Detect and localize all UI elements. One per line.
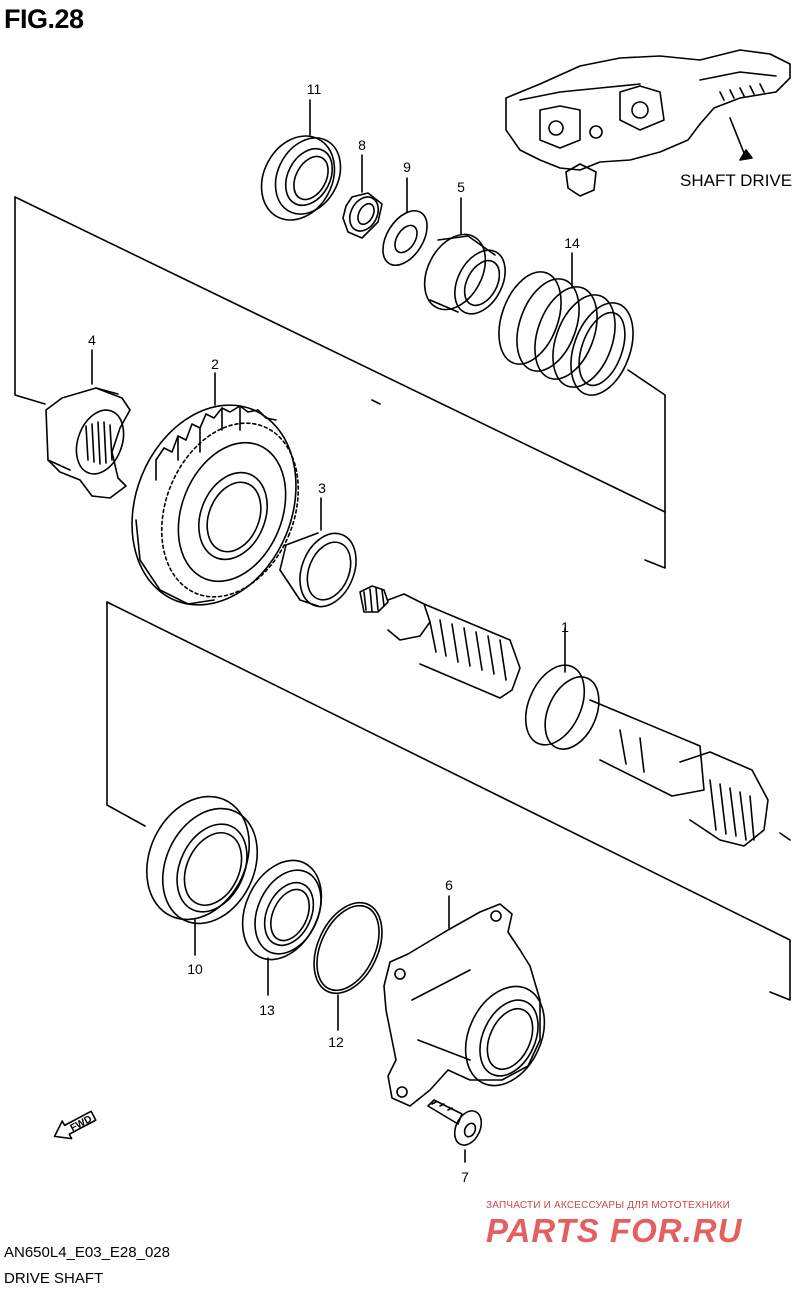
washer-part-9 xyxy=(382,177,428,266)
forward-arrow-icon: FWD xyxy=(53,1110,97,1140)
gear-part-2 xyxy=(131,372,300,606)
callout-12: 12 xyxy=(328,1034,344,1050)
callout-11: 11 xyxy=(306,81,322,97)
fwd-text: FWD xyxy=(69,1114,94,1134)
callout-8: 8 xyxy=(358,137,366,153)
callout-14: 14 xyxy=(564,235,580,251)
bearing-part-10 xyxy=(145,795,259,956)
splined-hub-part-4 xyxy=(45,349,131,499)
callout-10: 10 xyxy=(187,961,203,977)
callout-6: 6 xyxy=(445,877,453,893)
bushing-part-3 xyxy=(279,497,357,608)
oil-seal-part-13 xyxy=(241,859,323,996)
diagram-title: DRIVE SHAFT xyxy=(4,1270,104,1287)
lower-group-boundary xyxy=(106,601,791,1001)
callout-7: 7 xyxy=(461,1169,469,1185)
callout-4: 4 xyxy=(88,332,96,348)
callout-5: 5 xyxy=(457,179,465,195)
watermark-tagline: ЗАПЧАСТИ И АКСЕССУАРЫ ДЛЯ МОТОТЕХНИКИ xyxy=(486,1200,731,1211)
callout-1: 1 xyxy=(561,619,569,635)
callout-2: 2 xyxy=(211,356,219,372)
nut-part-8 xyxy=(342,154,383,239)
bolt-part-7 xyxy=(427,1099,483,1163)
bearing-housing-part-6 xyxy=(383,895,546,1107)
o-ring-part-12 xyxy=(313,901,383,1031)
callout-3: 3 xyxy=(318,480,326,496)
watermark-brand: PARTS FOR.RU xyxy=(486,1212,743,1249)
upper-group-boundary xyxy=(14,196,666,569)
callout-9: 9 xyxy=(403,159,411,175)
bushing-part-5 xyxy=(423,197,506,315)
drive-shaft-part-1 xyxy=(359,585,769,847)
callout-13: 13 xyxy=(259,1002,275,1018)
engine-inset-illustration xyxy=(505,49,791,197)
oil-seal-part-11 xyxy=(260,99,342,221)
figure-title: FIG.28 xyxy=(4,4,84,34)
spring-part-14 xyxy=(498,252,634,396)
shaft-drive-label: SHAFT DRIVE xyxy=(680,171,793,190)
diagram-code: AN650L4_E03_E28_028 xyxy=(4,1244,170,1261)
